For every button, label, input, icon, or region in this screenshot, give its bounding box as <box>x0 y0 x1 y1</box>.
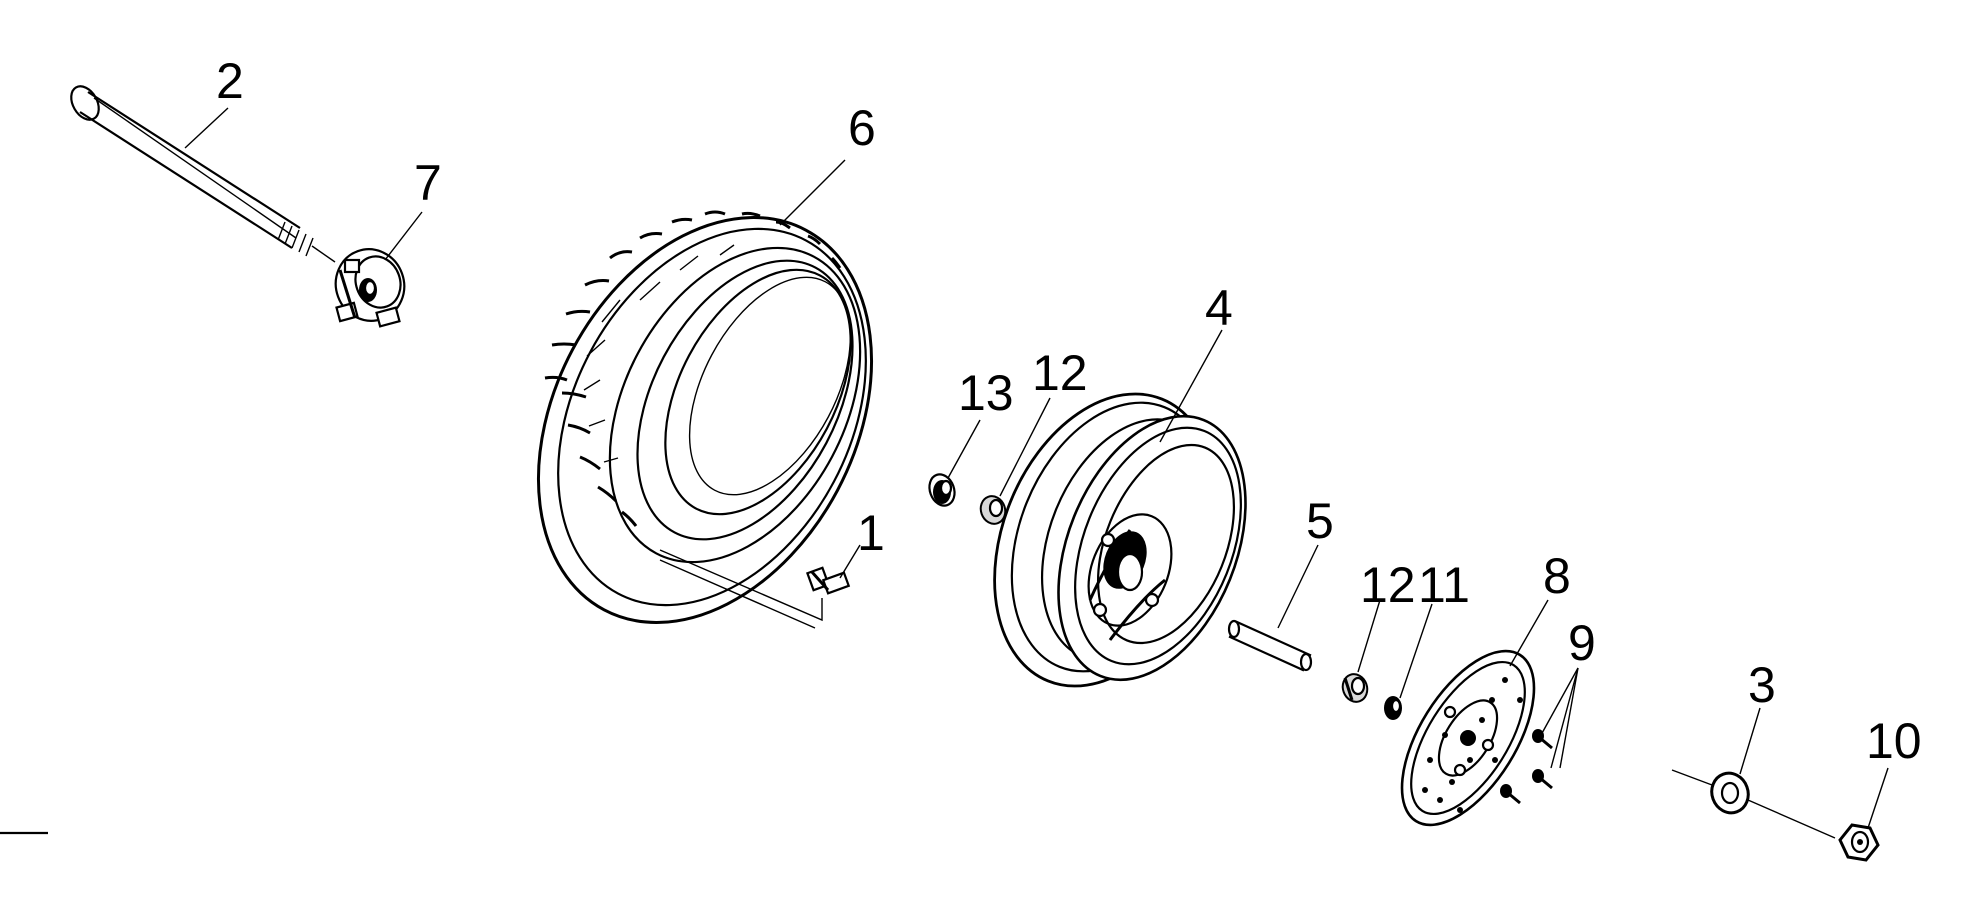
callout-12-lower: 12 <box>1360 557 1416 613</box>
bolt-icon <box>1500 729 1553 805</box>
spacer-icon <box>1227 619 1313 672</box>
brake-disc-icon <box>1400 649 1536 827</box>
callout-13: 13 <box>958 365 1014 421</box>
callout-3: 3 <box>1748 657 1776 713</box>
callout-7: 7 <box>414 155 442 211</box>
callout-12-upper: 12 <box>1032 345 1088 401</box>
oil-seal-icon <box>1384 696 1402 720</box>
speedometer-gear-icon <box>334 248 406 328</box>
bearing-icon <box>1341 673 1369 703</box>
callout-9: 9 <box>1568 615 1596 671</box>
callout-11: 11 <box>1418 557 1470 613</box>
washer-icon <box>1671 769 1836 839</box>
leader-lines <box>184 107 1889 829</box>
bearing-icon <box>979 495 1007 525</box>
callout-6: 6 <box>848 100 876 156</box>
callout-labels: 1 2 3 4 5 6 7 8 9 10 11 12 12 13 <box>216 53 1922 769</box>
oil-seal-icon <box>928 473 956 507</box>
nut-icon <box>1838 823 1880 862</box>
callout-4: 4 <box>1205 280 1233 336</box>
rim-icon <box>993 392 1247 688</box>
callout-8: 8 <box>1543 548 1571 604</box>
callout-5: 5 <box>1306 493 1334 549</box>
callout-2: 2 <box>216 53 244 109</box>
axle-icon <box>70 85 336 263</box>
valve-icon <box>659 549 851 629</box>
tire-icon <box>536 210 874 624</box>
callout-10: 10 <box>1866 713 1922 769</box>
callout-1: 1 <box>857 505 885 561</box>
